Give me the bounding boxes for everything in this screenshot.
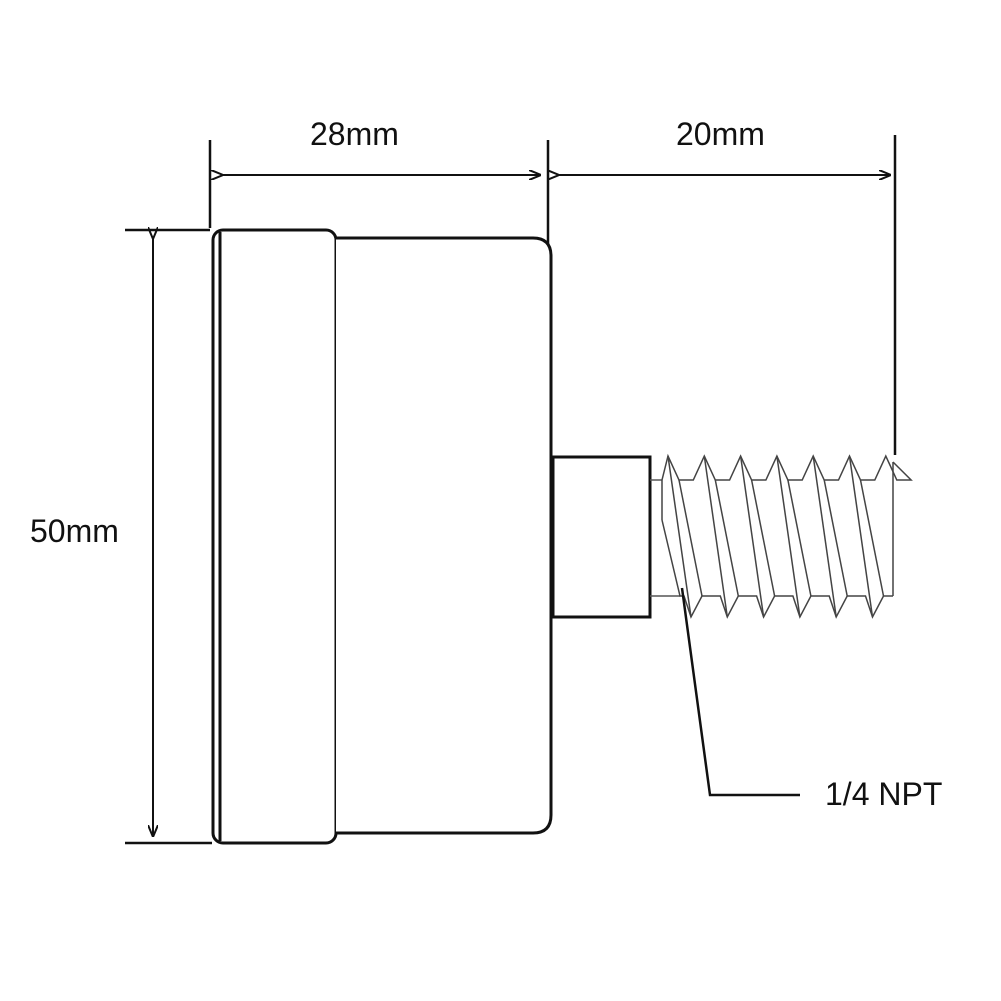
thread-helix-line xyxy=(776,455,801,618)
gauge-body xyxy=(336,236,553,835)
depth-label: 28mm xyxy=(310,116,399,152)
thread-helix-line xyxy=(703,455,729,618)
diameter-label: 50mm xyxy=(30,513,119,549)
thread-helix-line xyxy=(859,479,885,597)
extension-lines xyxy=(125,135,897,845)
thread-helix-line xyxy=(750,479,776,597)
thread-outline xyxy=(661,453,913,481)
thread-helix-line xyxy=(812,455,837,618)
thread-helix-line xyxy=(714,479,740,597)
thread-helix-line xyxy=(678,479,703,597)
thread-leader-line xyxy=(680,587,800,797)
thread-helix-line xyxy=(787,479,812,597)
thread-helix-line xyxy=(739,455,765,618)
gauge-stem xyxy=(551,455,652,619)
thread-helix-line xyxy=(667,455,692,618)
thread-helix-line xyxy=(823,479,848,597)
thread-type-label: 1/4 NPT xyxy=(825,776,943,812)
thread-helix-line xyxy=(848,455,874,618)
thread-length-label: 20mm xyxy=(676,116,765,152)
gauge-bezel xyxy=(211,228,338,845)
npt-thread xyxy=(661,453,913,619)
